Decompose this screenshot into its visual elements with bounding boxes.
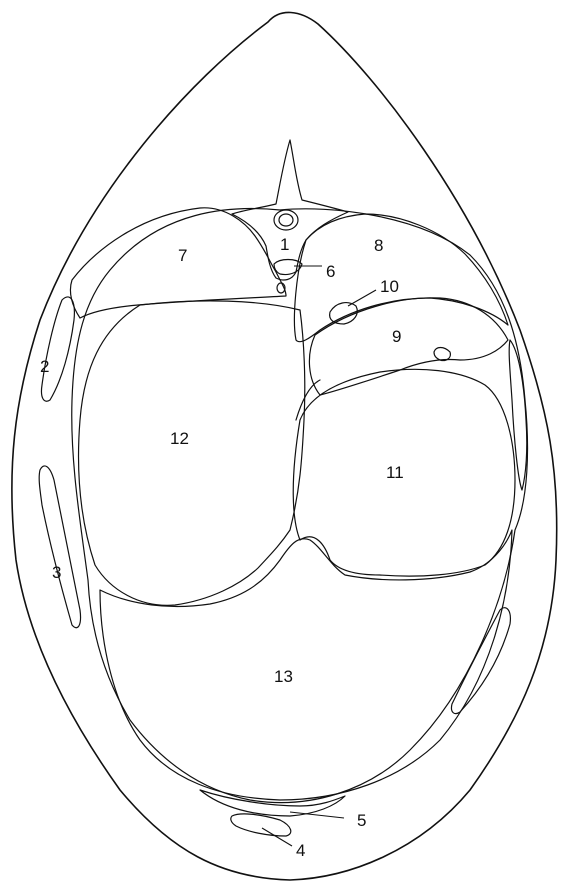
structure-small-oval-right xyxy=(434,348,450,361)
structure-4 xyxy=(231,814,291,836)
label-3: 3 xyxy=(52,563,61,582)
structure-right-lower-sliver xyxy=(451,608,510,714)
label-10: 10 xyxy=(380,277,399,296)
label-7: 7 xyxy=(178,246,187,265)
label-4: 4 xyxy=(296,841,305,860)
label-13: 13 xyxy=(274,667,293,686)
label-5: 5 xyxy=(357,811,366,830)
structure-3 xyxy=(39,466,80,628)
structure-1-canal-inner xyxy=(279,214,293,226)
label-6: 6 xyxy=(326,262,335,281)
structure-right-sliver xyxy=(509,340,527,490)
structure-11-inner-edge xyxy=(296,380,320,420)
outer-body-outline xyxy=(12,12,557,880)
label-12: 12 xyxy=(170,429,189,448)
structure-1-canal xyxy=(274,210,298,230)
structure-9 xyxy=(309,298,508,395)
structure-12 xyxy=(79,301,305,605)
label-8: 8 xyxy=(374,236,383,255)
leader-line-10 xyxy=(348,290,376,306)
leader-line-4 xyxy=(262,828,292,846)
structure-13 xyxy=(100,530,512,800)
label-2: 2 xyxy=(40,357,49,376)
label-9: 9 xyxy=(392,327,401,346)
structure-6 xyxy=(274,260,302,275)
label-1: 1 xyxy=(280,235,289,254)
structure-11 xyxy=(293,369,515,576)
label-11: 11 xyxy=(386,463,404,482)
structure-2 xyxy=(41,297,74,401)
